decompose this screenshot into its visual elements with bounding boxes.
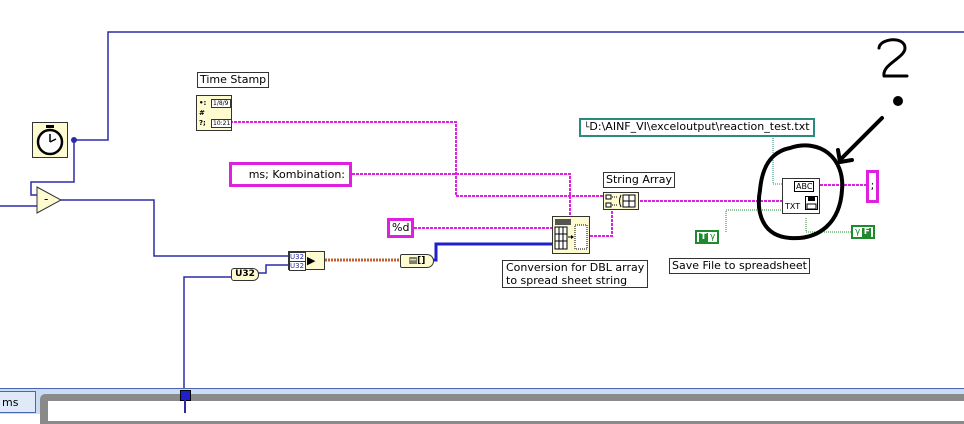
path-constant-icon: └ — [584, 123, 590, 133]
build-array-icon: ▶ — [307, 254, 316, 267]
u32-convert-node[interactable]: U32 — [231, 268, 259, 281]
timestamp-time: 10:21 — [211, 119, 233, 128]
annotation-drawing — [756, 38, 909, 241]
annotation-question-dot — [893, 96, 903, 106]
bool-true-value: T — [699, 232, 708, 242]
to-double-array-node[interactable]: ▤[] — [400, 254, 434, 268]
bool-false-value: F — [862, 227, 872, 237]
subtract-triangle-icon — [36, 186, 62, 214]
annotation-arrow-head — [836, 148, 854, 164]
annotation-arrow-line — [838, 116, 884, 162]
write-spreadsheet-node[interactable]: ABC TXT — [782, 178, 820, 214]
conversion-comment: Conversion for DBL array to spread sheet… — [502, 260, 649, 288]
wait-ms-indicator: ms — [0, 391, 36, 413]
file-path-constant[interactable]: └D:\AINF_VI\exceloutput\reaction_test.tx… — [579, 118, 815, 137]
subtract-symbol: - — [44, 192, 48, 206]
wire-path[interactable] — [772, 136, 782, 185]
write-spreadsheet-label: Save File to spreadsheet — [669, 258, 810, 274]
write-spreadsheet-glyph-top: ABC — [794, 181, 815, 192]
combination-string-constant[interactable]: ms; Kombination: — [229, 162, 352, 187]
write-spreadsheet-glyph-bottom: TXT — [785, 202, 801, 211]
array-to-spreadsheet-node[interactable] — [552, 216, 590, 254]
wire-tick-to-subtract[interactable] — [30, 140, 75, 196]
bool-true-constant[interactable]: T γ — [695, 230, 720, 244]
wire-dbl-array[interactable] — [432, 242, 552, 262]
to-double-array-icon: ▤[] — [408, 256, 426, 266]
build-string-array-node[interactable] — [603, 192, 639, 210]
floppy-disk-icon — [805, 196, 818, 210]
wire-junction — [71, 137, 77, 143]
bool-false-icon: γ — [855, 227, 861, 237]
wait-ms-unit: ms — [2, 396, 19, 409]
annotation-circle — [756, 143, 845, 241]
wire-combination[interactable] — [352, 173, 571, 216]
wire-u32-in[interactable] — [183, 276, 231, 413]
clock-icon — [36, 125, 64, 156]
wire-bool-false[interactable] — [805, 218, 852, 233]
string-array-label: String Array — [603, 172, 675, 188]
tick-count-node[interactable] — [32, 122, 68, 158]
bool-false-constant[interactable]: γ F — [851, 225, 876, 239]
wire-tunnel[interactable] — [180, 390, 191, 401]
wire-subtract-out[interactable] — [60, 199, 288, 257]
timestamp-glyphs: •:#?; — [199, 99, 207, 127]
wire-tunnel-continuation — [184, 400, 186, 413]
timestamp-constant[interactable]: •:#?; 1/8/9 10:21 — [196, 95, 233, 131]
build-array-node[interactable]: U32 U32 ▶ — [288, 251, 325, 271]
build-string-array-icon — [605, 194, 636, 208]
array-to-spreadsheet-icon — [554, 219, 588, 250]
wire-convert-out[interactable] — [590, 205, 613, 237]
timestamp-label: Time Stamp — [197, 72, 270, 88]
file-path-value: D:\AINF_VI\exceloutput\reaction_test.txt — [589, 120, 810, 133]
build-array-input-2: U32 — [289, 261, 306, 271]
wire-u32-to-build[interactable] — [258, 264, 288, 274]
wire-bool-true[interactable] — [725, 209, 782, 232]
subtract-node[interactable]: - — [36, 186, 62, 214]
wire-loop-top[interactable] — [74, 31, 964, 141]
wire-timestamp[interactable] — [218, 121, 605, 197]
annotation-question-mark — [877, 38, 909, 78]
format-string-constant[interactable]: %d — [387, 218, 414, 238]
timestamp-date: 1/8/9 — [211, 99, 231, 108]
conversion-comment-line1: Conversion for DBL array — [506, 261, 645, 274]
conversion-comment-line2: to spread sheet string — [506, 274, 628, 287]
block-diagram-wires — [0, 31, 964, 413]
bool-true-icon: γ — [710, 232, 716, 242]
delimiter-constant[interactable]: ; — [866, 170, 879, 203]
